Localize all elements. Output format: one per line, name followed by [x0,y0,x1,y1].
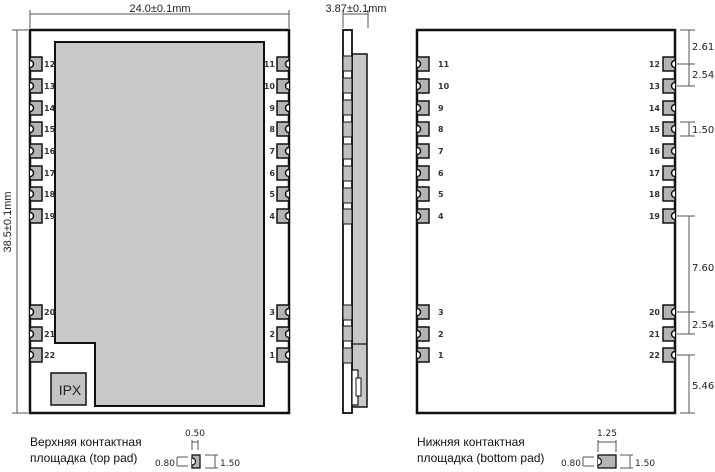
svg-text:11: 11 [264,60,276,69]
svg-text:15: 15 [649,125,661,134]
svg-text:9: 9 [269,104,275,113]
svg-text:8: 8 [438,125,444,134]
svg-text:4: 4 [438,212,444,221]
svg-text:2: 2 [438,330,444,339]
ipx-label: IPX [59,382,82,398]
bottom-pad-caption: Нижняя контактная площадка (bottom pad) [417,434,544,466]
svg-text:6: 6 [438,169,444,178]
svg-text:3: 3 [269,308,275,317]
svg-text:14: 14 [649,104,661,113]
svg-text:0.80: 0.80 [561,459,581,469]
front-left-pin-labels: 12 13 14 15 16 17 18 19 20 21 22 [44,60,56,360]
svg-text:10: 10 [438,82,450,91]
svg-text:7: 7 [269,147,275,156]
bottom-pad-caption-line1: Нижняя контактная [417,435,525,449]
top-pad-caption-line2: площадка (top pad) [30,451,138,465]
bottom-pad-caption-line2: площадка (bottom pad) [417,451,545,465]
svg-text:2: 2 [269,330,275,339]
front-right-pin-labels: 11 10 9 8 7 6 5 4 3 2 1 [264,60,276,360]
svg-text:7.60: 7.60 [692,263,714,274]
top-pad-caption-line1: Верхняя контактная [30,435,142,449]
svg-text:18: 18 [649,190,661,199]
svg-text:21: 21 [649,330,661,339]
bottom-board-outline [415,28,677,415]
front-view [12,10,291,415]
svg-text:4: 4 [269,212,275,221]
svg-text:15: 15 [44,125,56,134]
svg-text:0.80: 0.80 [155,459,175,469]
svg-text:5: 5 [438,190,444,199]
svg-text:12: 12 [649,60,660,69]
rf-shield [54,41,265,407]
front-left-pads [29,56,43,363]
bottom-view [415,28,695,415]
bottom-dimension-labels: 2.61 2.54 1.50 7.60 2.54 5.46 [692,42,714,392]
side-view [342,10,369,414]
bottom-right-pads [662,56,676,363]
top-pad-caption: Верхняя контактная площадка (top pad) [30,434,142,466]
svg-text:13: 13 [44,82,55,91]
svg-text:16: 16 [649,147,661,156]
bottom-left-pin-labels: 11 10 9 8 7 6 5 4 3 2 1 [438,60,450,360]
svg-text:1.25: 1.25 [597,429,617,439]
svg-text:12: 12 [44,60,55,69]
svg-text:1: 1 [269,351,275,360]
pad-detail-labels: 0.50 0.80 1.50 1.25 0.80 1.50 [155,429,655,469]
ipx-connector [50,372,87,406]
front-height-label: 38.5±0.1mm [2,191,14,252]
svg-text:14: 14 [44,104,56,113]
svg-text:2.54: 2.54 [692,320,714,331]
svg-text:16: 16 [44,147,56,156]
svg-text:5.46: 5.46 [692,381,714,392]
svg-text:22: 22 [649,351,660,360]
svg-text:13: 13 [649,82,660,91]
svg-text:2.54: 2.54 [692,70,714,81]
svg-text:21: 21 [44,330,56,339]
svg-text:2.61: 2.61 [692,42,714,53]
svg-text:22: 22 [44,351,55,360]
bottom-right-pin-labels: 12 13 14 15 16 17 18 19 20 21 22 [649,60,661,360]
svg-text:8: 8 [269,125,275,134]
svg-text:19: 19 [44,212,56,221]
svg-text:1.50: 1.50 [635,459,655,469]
side-thickness-label: 3.87±0.1mm [325,3,386,15]
top-pad-detail [176,440,218,469]
svg-text:19: 19 [649,212,661,221]
svg-text:6: 6 [269,169,275,178]
front-right-pads [276,56,290,363]
bottom-pad-detail [582,440,633,469]
svg-text:7: 7 [438,147,444,156]
svg-text:17: 17 [44,169,55,178]
svg-text:1.50: 1.50 [692,125,714,136]
bottom-left-pads [416,56,430,363]
svg-text:17: 17 [649,169,660,178]
svg-text:3: 3 [438,308,444,317]
svg-text:9: 9 [438,104,444,113]
svg-text:10: 10 [264,82,276,91]
svg-text:1.50: 1.50 [220,459,240,469]
side-shield [351,53,368,408]
bottom-dimension-lines [677,29,695,414]
svg-text:18: 18 [44,190,56,199]
front-width-label: 24.0±0.1mm [129,3,190,15]
svg-text:11: 11 [438,60,450,69]
svg-text:1: 1 [438,351,444,360]
svg-text:5: 5 [269,190,275,199]
svg-text:20: 20 [649,308,661,317]
svg-text:20: 20 [44,308,56,317]
svg-text:0.50: 0.50 [185,429,205,439]
